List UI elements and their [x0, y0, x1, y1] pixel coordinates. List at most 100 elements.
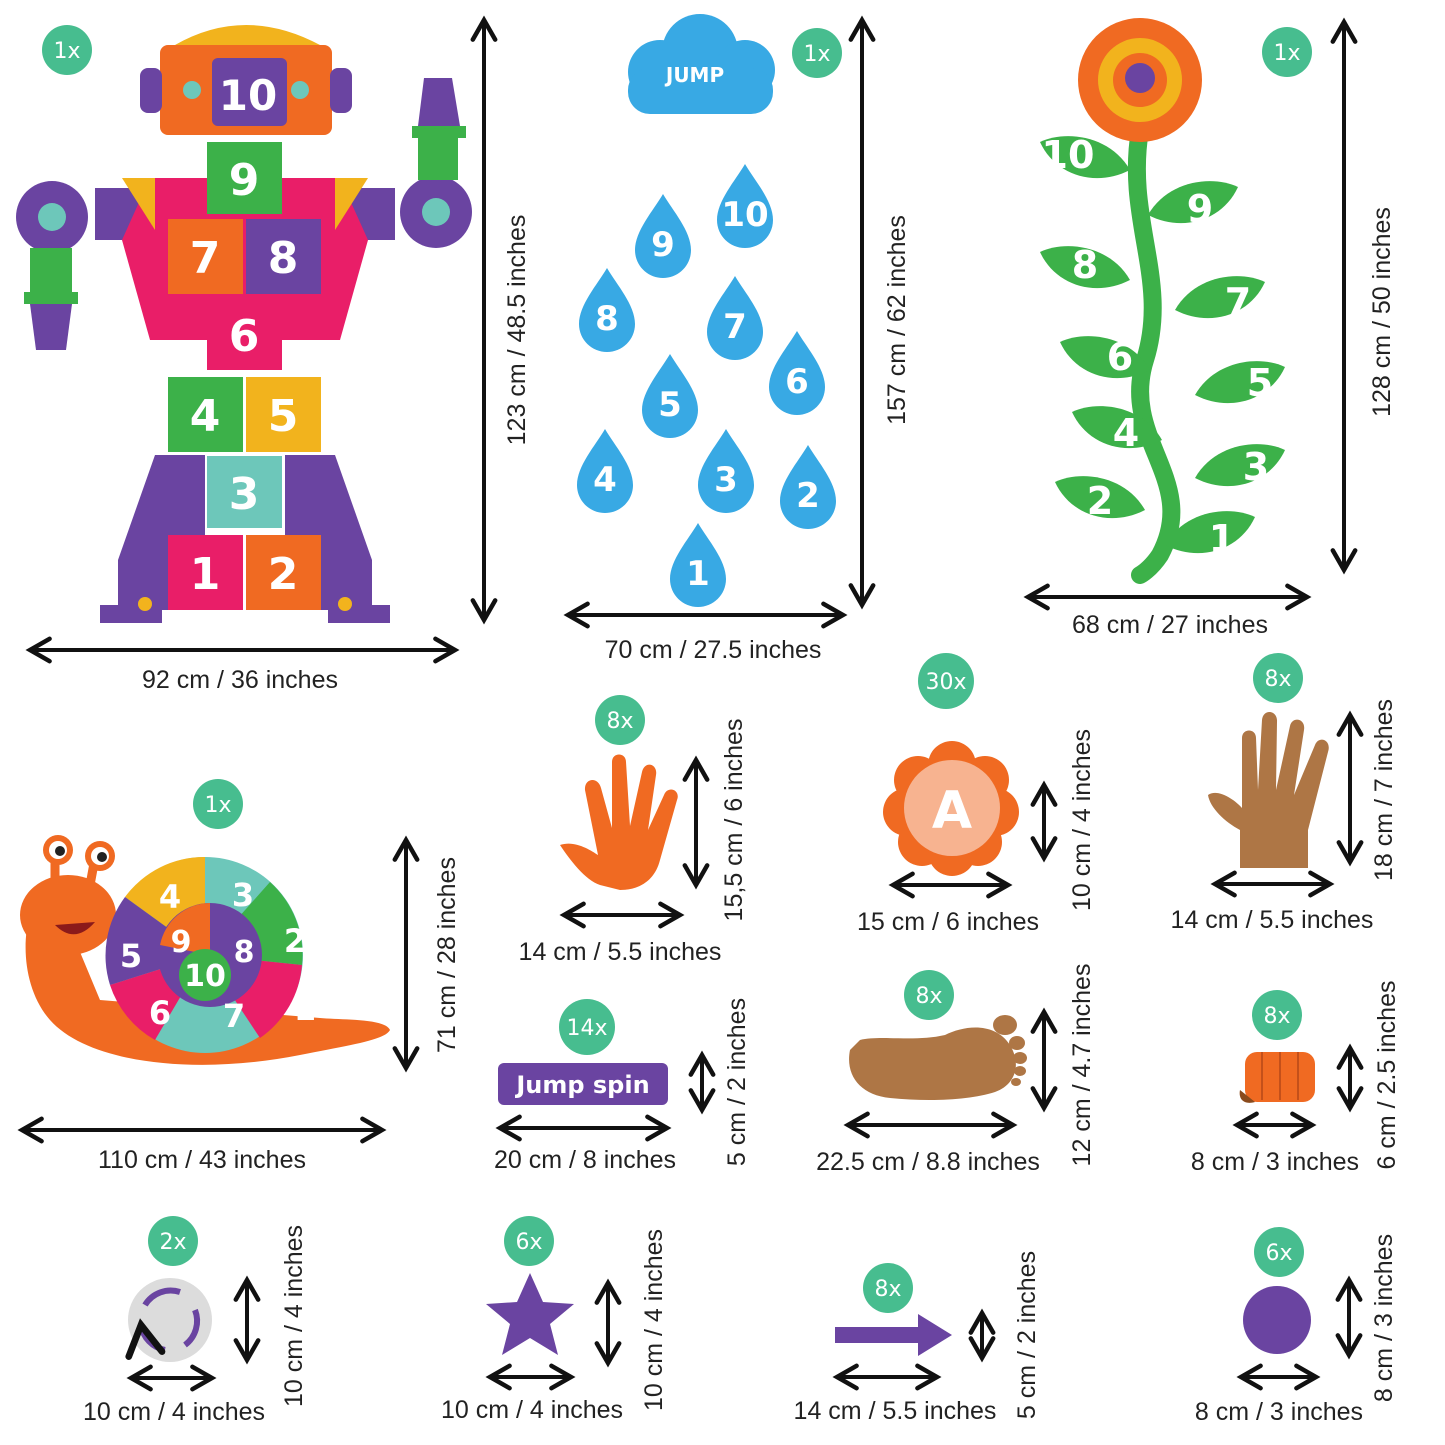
leaf — [1195, 444, 1285, 487]
quantity-badge-text: 1x — [803, 42, 830, 67]
width-label: 20 cm / 8 inches — [494, 1146, 676, 1174]
width-label: 14 cm / 5.5 inches — [1171, 906, 1374, 934]
raindrop-number: 5 — [658, 385, 682, 425]
leaf-number: 2 — [1087, 479, 1113, 523]
leaf-number: 1 — [1209, 517, 1235, 561]
height-label: 18 cm / 7 inches — [1370, 699, 1398, 881]
quantity-badge-text: 8x — [915, 984, 942, 1009]
robot-foot-right — [328, 605, 390, 623]
snail-mouth — [55, 922, 95, 935]
height-label: 5 cm / 2 inches — [1013, 1251, 1041, 1419]
quantity-badge-text: 2x — [159, 1230, 186, 1255]
robot-square-number: 2 — [268, 549, 299, 600]
robot-square — [246, 535, 321, 610]
robot-foot-bolt-right — [338, 597, 352, 611]
quantity-badge — [1254, 1227, 1304, 1277]
quantity-badge — [1262, 27, 1312, 77]
brown-hand-sticker: 8x 14 cm / 5.5 inches 18 cm / 7 inches — [1171, 653, 1398, 934]
robot-square — [246, 377, 321, 452]
width-label: 14 cm / 5.5 inches — [794, 1397, 997, 1425]
robot-face — [212, 58, 287, 126]
star-sticker: 6x 10 cm / 4 inches 10 cm / 4 inches — [441, 1216, 668, 1424]
robot-forearm-right — [418, 138, 458, 180]
raindrop-number: 9 — [651, 225, 675, 265]
snail-number: 6 — [149, 994, 171, 1032]
star-icon — [486, 1273, 574, 1355]
raindrop-number: 6 — [785, 362, 809, 402]
height-label: 71 cm / 28 inches — [433, 857, 461, 1053]
robot-square-number: 6 — [229, 311, 260, 362]
raindrop-number: 2 — [796, 476, 820, 516]
height-label: 10 cm / 4 inches — [1068, 729, 1096, 911]
foot-icon — [849, 1015, 1027, 1100]
quantity-badge-text: 30x — [925, 670, 966, 695]
robot-hopscotch: 1x 10 9 — [16, 15, 531, 694]
quantity-badge-text: 8x — [606, 709, 633, 734]
robot-bolt-right — [422, 198, 450, 226]
robot-square-number: 4 — [190, 391, 221, 442]
height-label: 128 cm / 50 inches — [1368, 207, 1396, 417]
leaf-number: 7 — [1225, 280, 1251, 324]
quantity-badge — [559, 999, 615, 1055]
snail-number: 8 — [234, 935, 255, 970]
brown-hand-icon — [1208, 711, 1329, 868]
raindrop-number: 8 — [595, 299, 619, 339]
quantity-badge — [193, 779, 243, 829]
snail-shell — [105, 856, 303, 1053]
raindrop-number: 10 — [721, 195, 768, 235]
width-label: 68 cm / 27 inches — [1072, 611, 1268, 639]
quantity-badge — [792, 28, 842, 78]
robot-square-number: 1 — [190, 549, 221, 600]
raindrop-hopscotch: 1x JUMP 10 9 8 7 6 5 4 3 2 1 70 cm / 27.… — [563, 14, 911, 664]
fist-sticker: 8x 8 cm / 3 inches 6 cm / 2.5 inches — [1191, 981, 1401, 1176]
robot-square-number: 5 — [268, 391, 299, 442]
robot-eye-right — [291, 81, 309, 99]
height-label: 5 cm / 2 inches — [723, 998, 751, 1166]
width-label: 8 cm / 3 inches — [1191, 1148, 1359, 1176]
robot-square-number: 7 — [190, 233, 221, 284]
robot-ear-right — [330, 68, 352, 113]
flower-stem — [1127, 121, 1181, 584]
jump-spin-label-plate — [498, 1063, 668, 1105]
snail-number: 1 — [294, 990, 316, 1028]
robot-torso-accent-right — [335, 178, 368, 230]
robot-foot-left — [100, 605, 162, 623]
height-label: 15,5 cm / 6 inches — [720, 719, 748, 922]
cloud — [628, 14, 775, 114]
quantity-badge-text: 8x — [874, 1277, 901, 1302]
leaf-number: 9 — [1187, 187, 1213, 231]
robot-bolt-left — [38, 203, 66, 231]
robot-square-number: 3 — [229, 469, 260, 520]
arrow-sticker: 8x 14 cm / 5.5 inches 5 cm / 2 inches — [794, 1251, 1041, 1425]
snail-game: 1x 4 3 5 9 8 2 10 6 7 1 1 — [17, 779, 461, 1174]
snail-head — [20, 875, 116, 955]
snail-number: 2 — [284, 922, 306, 960]
right-arrow-icon — [835, 1314, 952, 1356]
flower-letter: A — [932, 781, 972, 841]
robot-square — [168, 535, 243, 610]
width-label: 10 cm / 4 inches — [441, 1396, 623, 1424]
snail-number: 5 — [120, 937, 142, 975]
robot-foot-bolt-left — [138, 597, 152, 611]
robot-eye-left — [183, 81, 201, 99]
leaf-number: 3 — [1243, 445, 1269, 489]
flower-hopscotch: 1x 10 9 8 7 6 5 4 3 2 1 68 cm / 27 inche… — [1023, 17, 1396, 639]
jump-spin-sticker: 14x Jump spin 20 cm / 8 inches 5 cm / 2 … — [494, 998, 751, 1174]
letter-flower-icon — [883, 741, 1019, 876]
height-label: 123 cm / 48.5 inches — [503, 215, 531, 446]
robot-square-number: 8 — [268, 233, 299, 284]
raindrop-number: 4 — [593, 460, 617, 500]
height-label: 10 cm / 4 inches — [280, 1225, 308, 1407]
width-label: 22.5 cm / 8.8 inches — [816, 1148, 1040, 1176]
snail-number: 7 — [223, 997, 245, 1035]
letter-flower-sticker: 30x A 15 cm / 6 inches 10 cm / 4 inches — [857, 653, 1096, 936]
robot-wrist-right — [412, 126, 466, 138]
quantity-badge — [504, 1216, 554, 1266]
width-label: 70 cm / 27.5 inches — [605, 636, 822, 664]
leaf — [1175, 276, 1265, 319]
robot-square-number: 9 — [229, 155, 260, 206]
raindrop-number: 7 — [723, 307, 747, 347]
leaf — [1060, 336, 1150, 379]
robot-torso — [122, 178, 368, 340]
